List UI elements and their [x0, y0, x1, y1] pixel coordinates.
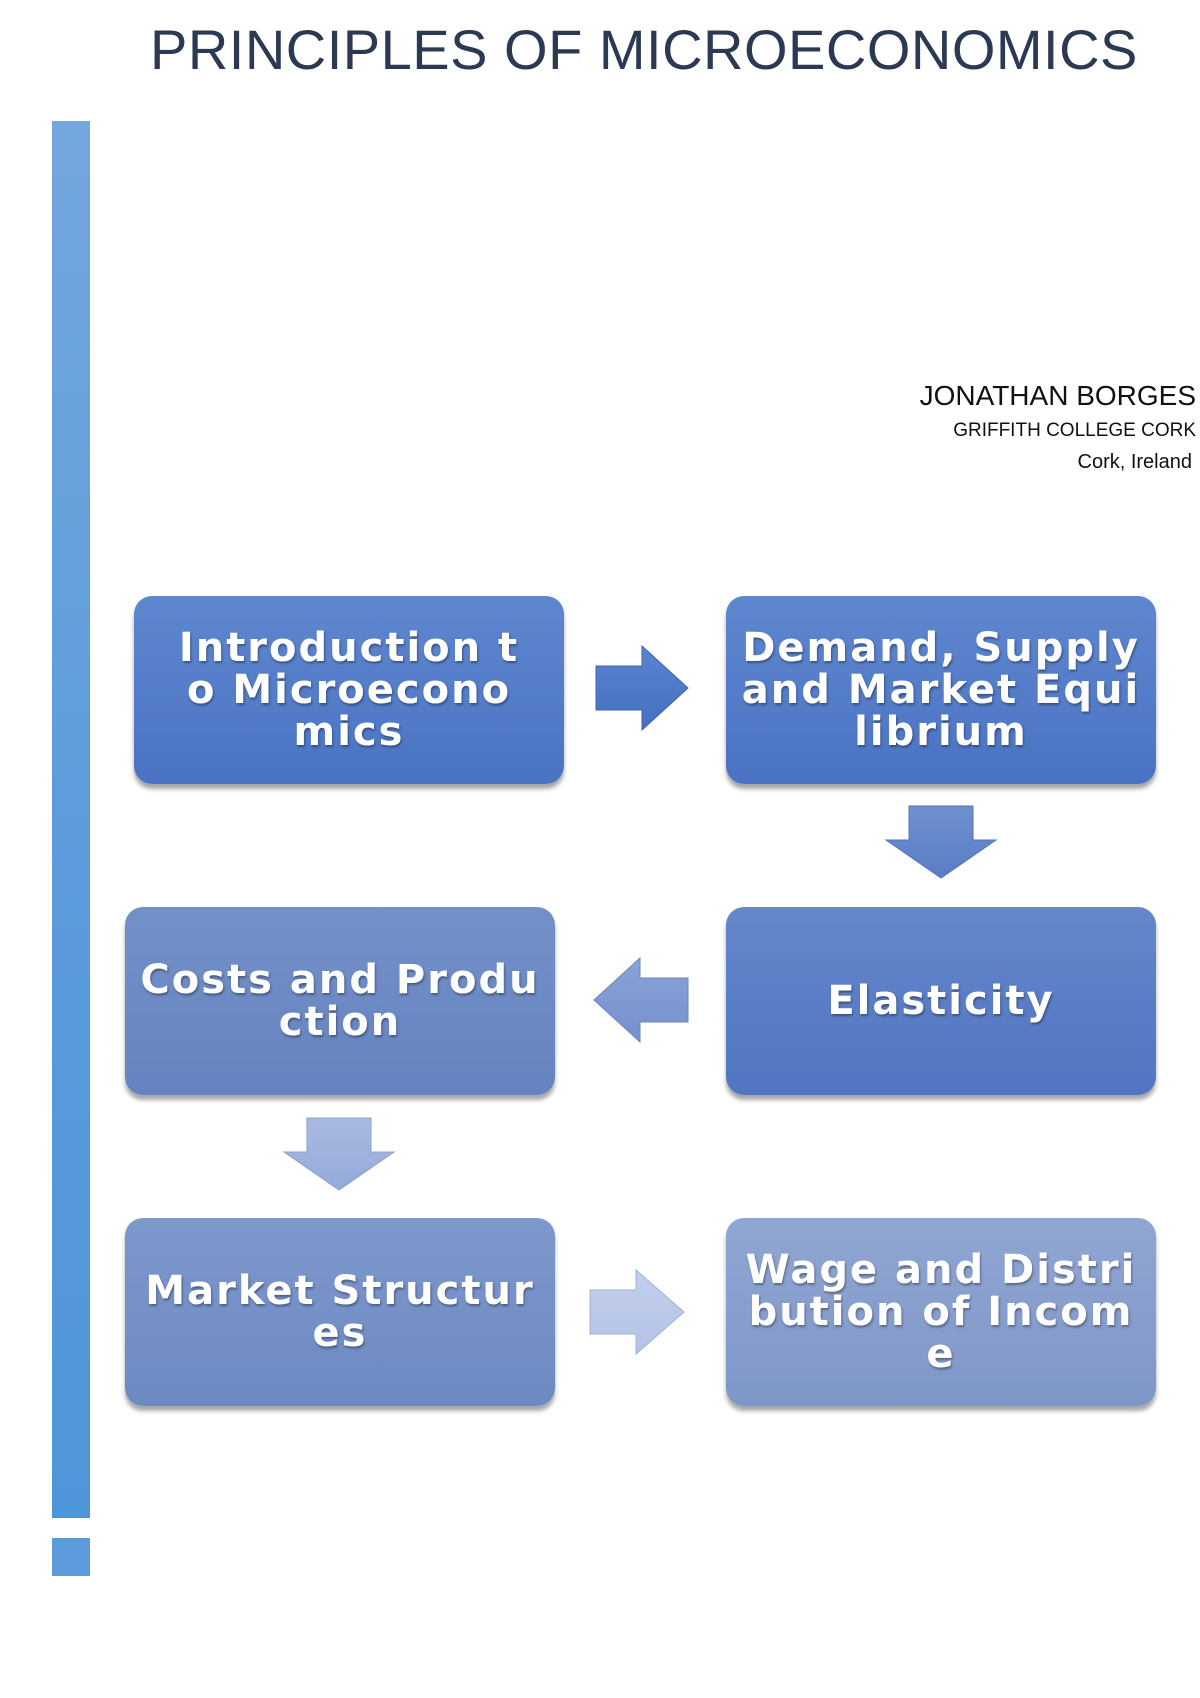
flow-step-costs-production: Costs and Production	[125, 907, 555, 1095]
flow-step-wage-distribution: Wage and Distribution of Income	[726, 1218, 1156, 1406]
flow-step-elasticity: Elasticity	[726, 907, 1156, 1095]
flow-step-label: Elasticity	[827, 978, 1055, 1024]
accent-side-bar	[52, 121, 90, 1518]
author-location: Cork, Ireland	[1077, 451, 1193, 473]
flow-step-label: Introduction to Microeconomics	[178, 625, 520, 755]
accent-square	[52, 1538, 90, 1576]
author-name: JONATHAN BORGES	[919, 380, 1196, 411]
flow-step-label: Demand, Supply and Market Equilibrium	[741, 625, 1141, 755]
document-title: PRINCIPLES OF MICROECONOMICS	[150, 18, 1138, 81]
arrow-down-icon	[884, 805, 998, 879]
flow-step-label: Market Structures	[145, 1268, 535, 1356]
flow-step-label: Costs and Production	[140, 957, 540, 1045]
author-college: GRIFFITH COLLEGE CORK	[953, 420, 1196, 441]
arrow-left-icon	[593, 956, 689, 1044]
arrow-right-icon	[595, 644, 689, 732]
author-block: JONATHAN BORGES GRIFFITH COLLEGE CORK Co…	[920, 376, 1196, 478]
flow-step-label: Wage and Distribution of Income	[745, 1247, 1137, 1377]
arrow-down-icon	[282, 1117, 396, 1191]
arrow-right-icon	[589, 1268, 685, 1356]
flow-step-demand-supply: Demand, Supply and Market Equilibrium	[726, 596, 1156, 784]
flow-step-market-structures: Market Structures	[125, 1218, 555, 1406]
flow-step-introduction: Introduction to Microeconomics	[134, 596, 564, 784]
